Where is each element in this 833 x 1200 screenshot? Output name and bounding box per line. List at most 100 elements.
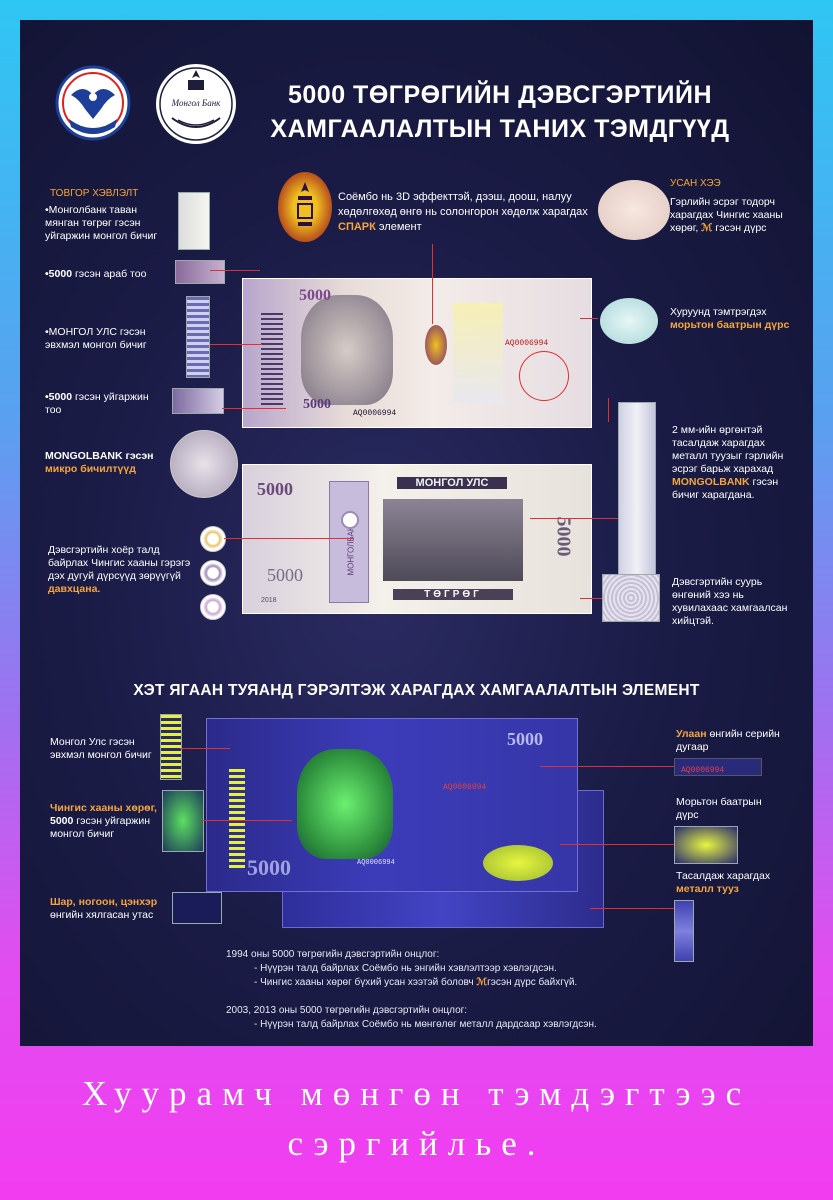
horseman-thumb (600, 298, 658, 344)
front-soyombo (425, 325, 447, 365)
back-scene (383, 499, 523, 581)
soyombo-spark-icon (278, 172, 332, 242)
mongol-uls-text: •МОНГОЛ УЛС гэсэн эвхмэл монгол бичиг (45, 326, 147, 351)
ring-text: Дэвсгэртийн хоёр талд байрлах Чингис хаа… (48, 544, 191, 595)
bank-monogram-icon: ℳ (476, 977, 488, 988)
mongolbank-logo: Монгол Банк (154, 62, 238, 146)
uv-chinggis-text: Чингис хааны хөрөг, 5000 гэсэн уйгаржин … (50, 802, 157, 840)
front-serial-bottom: AQ0006994 (353, 409, 397, 418)
background-pattern-text: Дэвсгэртийн суурь өнгөний хээ нь хувилах… (672, 576, 788, 627)
back-year: 2018 (261, 597, 277, 604)
watermark-text: Гэрлийн эсрэг тодорч харагдах Чингис хаа… (670, 196, 783, 234)
back-title: МОНГОЛ УЛС (397, 477, 507, 489)
raised-print-text: •Монголбанк таван мянган төгрөг гэсэн уй… (45, 204, 158, 242)
watermark-portrait (598, 180, 670, 240)
page-title: 5000 ТӨГРӨГИЙН ДЭВСГЭРТИЙН ХАМГААЛАЛТЫН … (260, 78, 740, 146)
uv-denomination: 5000 (507, 729, 543, 749)
uv-horseman-thumb (674, 826, 738, 864)
uv-mongol-text: Монгол Улс гэсэн эвхмэл монгол бичиг (50, 736, 152, 761)
thread-text: 2 мм-ийн өргөнтэй тасалдаж харагдах мета… (672, 424, 784, 501)
uv-denomination-large: 5000 (247, 855, 291, 880)
back-ring (341, 511, 359, 529)
pointer-line (530, 518, 618, 519)
uighur-5000-thumb (172, 388, 224, 414)
mongol-uls-thumb (186, 296, 210, 378)
uv-mongol-thumb (160, 714, 182, 780)
uv-portrait (297, 749, 393, 859)
uv-script-column (229, 769, 245, 869)
pointer-line (580, 318, 598, 319)
micro-magnifier (170, 430, 238, 498)
uv-serial-thumb: AQ0006994 (674, 758, 762, 776)
pointer-line (210, 344, 262, 345)
back-vertical-band (329, 481, 369, 603)
notes-line-3: - Чингис хааны хөрөг бүхий усан хээтэй б… (254, 977, 578, 988)
thread-thumb (618, 402, 656, 588)
raised-print-title: ТОВГОР ХЭВЛЭЛТ (50, 188, 139, 199)
raised-print-thumb (178, 192, 210, 250)
pointer-line (590, 908, 674, 909)
front-window (453, 303, 503, 403)
uv-serial-bottom: AQ0006994 (357, 859, 395, 867)
front-denomination: 5000 (299, 287, 331, 304)
uv-fibers-text: Шар, ногоон, цэнхэр өнгийн хялгасан утас (50, 896, 158, 921)
title-line-2: ХАМГААЛАЛТЫН ТАНИХ ТЭМДГҮҮД (270, 115, 730, 143)
front-portrait (301, 295, 393, 405)
poster: POLICE Монгол Банк 5000 ТӨГРӨГИЙН ДЭВСГЭ… (20, 20, 813, 1046)
ring-thumb-2 (200, 560, 226, 586)
front-see-through-circle (519, 351, 569, 401)
uv-section-title: ХЭТ ЯГААН ТУЯАНД ГЭРЭЛТЭЖ ХАРАГДАХ ХАМГА… (133, 682, 700, 699)
front-serial-top: AQ0006994 (505, 339, 549, 348)
back-togrog-label: ТӨГРӨГ (393, 589, 513, 600)
uv-horseman-text: Морьтон баатрын дүрс (676, 796, 762, 821)
pointer-line (180, 748, 230, 749)
arabic-5000-text: •5000 гэсэн араб тоо (45, 268, 147, 280)
pointer-line (432, 244, 433, 324)
soyombo-text: Соёмбо нь 3D эффекттэй, дээш, доош, налу… (338, 191, 588, 233)
footer-line-1: Хуурамч мөнгөн тэмдэгтээс (81, 1074, 752, 1113)
uv-horseman (483, 845, 553, 881)
notes-line-2: - Нүүрэн талд байрлах Соёмбо нь энгийн х… (254, 963, 557, 974)
uv-banknote-front: AQ0006994 AQ0006994 5000 5000 (206, 718, 578, 892)
background-pattern-thumb (602, 574, 660, 622)
back-denomination-left: 5000 (257, 479, 293, 499)
micro-text: MONGOLBANK гэсэн микро бичилтүүд (45, 450, 154, 475)
history-notes: 1994 оны 5000 төгрөгийн дэвсгэртийн онцл… (226, 948, 666, 1032)
ring-thumb-3 (200, 594, 226, 620)
uv-serial-text: Улаан өнгийн серийн дугаар (676, 728, 780, 753)
bank-monogram-icon: ℳ (701, 222, 713, 234)
banknote-front: AQ0006994 AQ0006994 5000 5000 (242, 278, 592, 428)
notes-line-5: - Нүүрэн талд байрлах Соёмбо нь мөнгөлөг… (254, 1019, 597, 1030)
notes-line-1: 1994 оны 5000 төгрөгийн дэвсгэртийн онцл… (226, 949, 440, 960)
title-line-1: 5000 ТӨГРӨГИЙН ДЭВСГЭРТИЙН (288, 81, 712, 109)
uv-serial: AQ0006994 (443, 783, 487, 792)
pointer-line (608, 398, 609, 422)
back-denomination-low: 5000 (267, 565, 303, 585)
police-logo: POLICE (55, 65, 131, 141)
footer-line-2: сэргийлье. (287, 1124, 546, 1163)
uv-fibers-thumb (172, 892, 222, 924)
uighur-5000-text: •5000 гэсэн уйгаржин тоо (45, 391, 149, 416)
banknote-back: МОНГОЛБАНК МОНГОЛ УЛС ТӨГРӨГ 5000 5000 2… (242, 464, 592, 614)
pointer-line (224, 538, 354, 539)
front-denomination-bottom: 5000 (303, 397, 331, 412)
ring-thumb-1 (200, 526, 226, 552)
pointer-line (210, 270, 260, 271)
uv-serial-thumb-text: AQ0006994 (681, 766, 725, 775)
pointer-line (580, 598, 602, 599)
front-script-column (261, 313, 283, 405)
pointer-line (540, 766, 674, 767)
bank-label: Монгол Банк (171, 98, 221, 108)
back-denomination-vertical: 5000 (552, 516, 575, 557)
police-label: POLICE (79, 121, 107, 128)
pointer-line (202, 820, 292, 821)
horseman-text: Хуруунд тэмтрэгдэх морьтон баатрын дүрс (670, 306, 790, 331)
uv-metal-thumb (674, 900, 694, 962)
notes-line-4: 2003, 2013 оны 5000 төгрөгийн дэвсгэртий… (226, 1005, 468, 1016)
uv-chinggis-thumb (162, 790, 204, 852)
arabic-5000-thumb (175, 260, 225, 284)
uv-metal-text: Тасалдаж харагдах металл тууз (676, 870, 771, 895)
pointer-line (560, 844, 674, 845)
watermark-title: УСАН ХЭЭ (670, 178, 721, 189)
pointer-line (222, 408, 286, 409)
